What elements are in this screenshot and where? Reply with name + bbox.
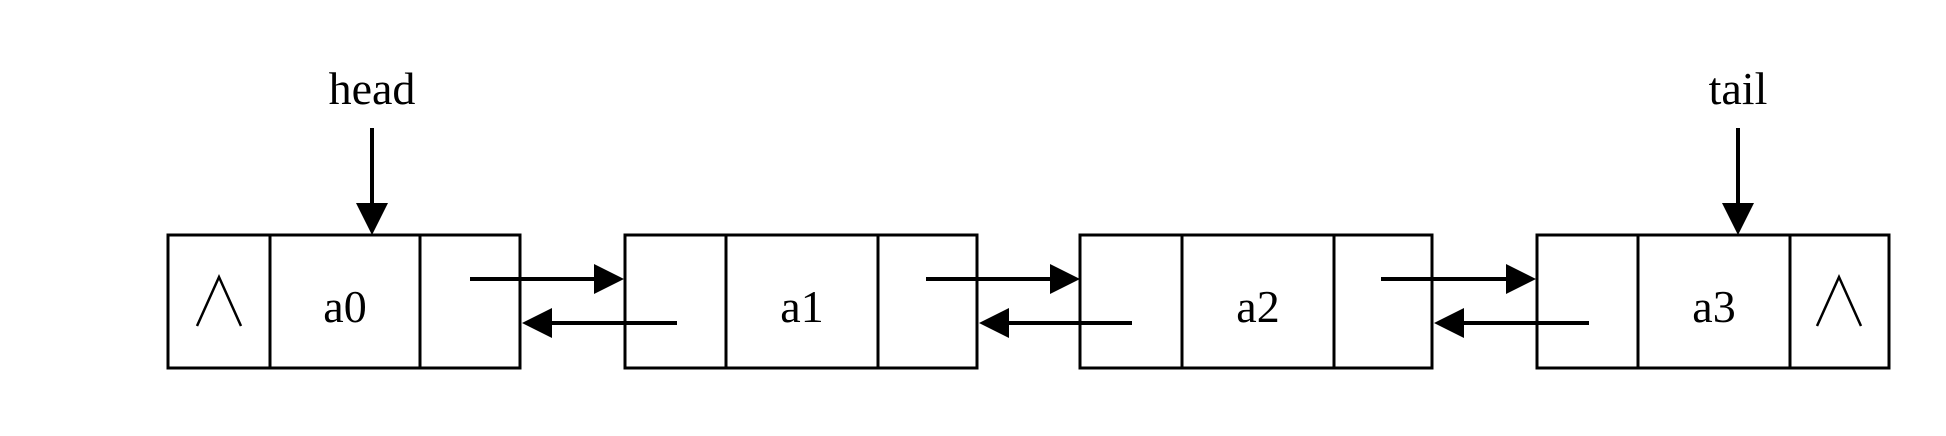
next-arrow-0-head	[594, 264, 624, 294]
list-node-2: a2	[1078, 233, 1434, 370]
list-node-3: a3	[1535, 233, 1891, 370]
prev-arrow-1-head	[522, 308, 552, 338]
node-3-next-null-icon	[1815, 273, 1863, 327]
prev-arrow-3-head	[1434, 308, 1464, 338]
prev-arrow-2-head	[979, 308, 1009, 338]
next-arrow-2-head	[1506, 264, 1536, 294]
link-1-2	[926, 264, 1132, 338]
node-1-frame	[623, 233, 979, 370]
link-0-1	[470, 264, 677, 338]
node-0-prev-null-icon	[195, 273, 243, 327]
head-arrow-head	[356, 203, 388, 235]
head-label: head	[329, 63, 416, 114]
tail-label: tail	[1709, 63, 1768, 114]
node-3-frame	[1535, 233, 1891, 370]
node-2-value: a2	[1236, 281, 1279, 332]
link-2-3	[1381, 264, 1589, 338]
next-arrow-1-head	[1050, 264, 1080, 294]
node-2-frame	[1078, 233, 1434, 370]
list-node-1: a1	[623, 233, 979, 370]
tail-pointer: tail	[1709, 63, 1768, 235]
node-0-value: a0	[323, 281, 366, 332]
node-3-value: a3	[1692, 281, 1735, 332]
head-pointer: head	[329, 63, 416, 235]
list-node-0: a0	[166, 233, 522, 370]
tail-arrow-head	[1722, 203, 1754, 235]
node-1-value: a1	[780, 281, 823, 332]
node-0-frame	[166, 233, 522, 370]
